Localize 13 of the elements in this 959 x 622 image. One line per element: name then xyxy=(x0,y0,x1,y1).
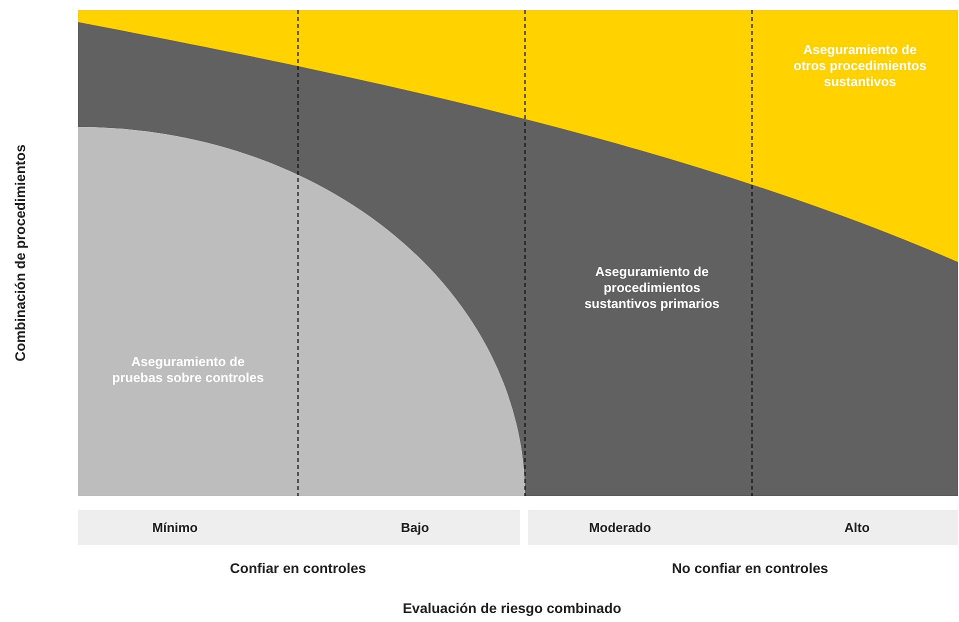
region-label: Aseguramiento de otros procedimientos sustantivos xyxy=(792,42,928,90)
region-label: Aseguramiento de pruebas sobre controles xyxy=(111,354,265,386)
region-area xyxy=(78,22,958,496)
category-label: Alto xyxy=(844,520,870,535)
axis-title: Combinación de procedimientos xyxy=(12,144,28,362)
group-label: Confiar en controles xyxy=(230,560,366,576)
category-label: Moderado xyxy=(588,520,652,535)
category-label: Bajo xyxy=(400,520,430,535)
axis-title: Evaluación de riesgo combinado xyxy=(402,600,622,616)
category-label: Mínimo xyxy=(152,520,198,535)
region-label: Aseguramiento de procedimientos sustantivos primarios xyxy=(583,264,721,312)
region-area xyxy=(78,127,525,496)
group-label: No confiar en controles xyxy=(672,560,828,576)
